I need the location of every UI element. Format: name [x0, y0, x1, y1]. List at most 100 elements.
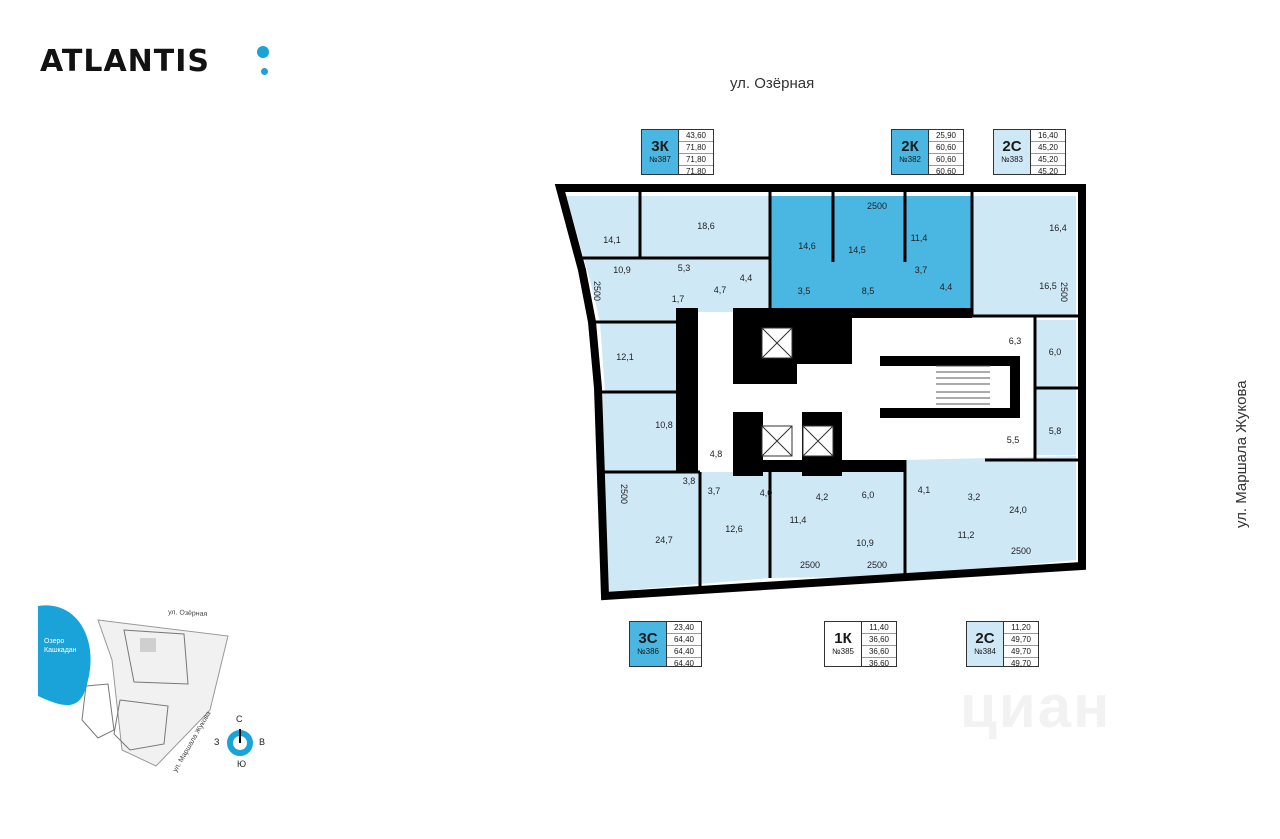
room-area: 24,0 — [1009, 505, 1027, 515]
room-area: 5,8 — [1048, 426, 1062, 436]
ceiling-height-label: 2500 — [866, 560, 888, 570]
site-plan — [38, 605, 229, 767]
apartment-value: 71,80 — [679, 142, 713, 154]
highlighted-section — [140, 638, 156, 652]
room-area: 11,4 — [789, 515, 807, 525]
apartment-number: №383 — [1001, 155, 1023, 164]
apartment-card-386[interactable]: 3С №386 23,40 64,40 64,40 64,40 — [629, 621, 702, 668]
apartment-value: 36,60 — [862, 646, 896, 658]
apartment-values: 43,60 71,80 71,80 71,80 — [679, 130, 713, 176]
compass: С Ю З В — [214, 714, 272, 769]
room-area: 4,4 — [939, 282, 953, 292]
apartment-code: 3К №387 — [642, 130, 679, 174]
room-area: 12,1 — [616, 352, 634, 362]
room-area: 4,7 — [713, 285, 727, 295]
apartment-card-384[interactable]: 2С №384 11,20 49,70 49,70 49,70 — [966, 621, 1039, 668]
compass-south: Ю — [237, 759, 247, 769]
apartment-code: 3С №386 — [630, 622, 667, 666]
apartment-value: 45,20 — [1031, 142, 1065, 154]
apartment-values: 11,20 49,70 49,70 49,70 — [1004, 622, 1038, 668]
room-area: 10,9 — [613, 265, 631, 275]
apartment-value: 25,90 — [929, 130, 963, 142]
apartment-value: 60,60 — [935, 167, 957, 176]
room-area: 4,4 — [739, 273, 753, 283]
ceiling-height-label: 2500 — [1059, 281, 1069, 303]
apartment-area-385[interactable] — [770, 472, 905, 578]
apartment-value: 11,20 — [1004, 622, 1038, 634]
apartment-code: 2С №384 — [967, 622, 1004, 666]
room-area: 10,8 — [655, 420, 673, 430]
apartment-area-383[interactable] — [972, 196, 1076, 316]
building-block — [81, 683, 115, 739]
apartment-type: 3С — [638, 630, 658, 647]
room-area: 18,6 — [697, 221, 715, 231]
apartment-value: 64,40 — [667, 646, 701, 658]
ceiling-height-label: 2500 — [592, 280, 602, 302]
apartment-type: 2К — [901, 138, 919, 155]
apartment-value: 11,40 — [862, 622, 896, 634]
apartment-number: №384 — [974, 647, 996, 656]
apartment-card-382[interactable]: 2К №382 25,90 60,60 60,60 60,60 — [891, 129, 964, 176]
room-area: 14,6 — [798, 241, 816, 251]
compass-icon — [227, 729, 253, 756]
room-area: 8,5 — [861, 286, 875, 296]
room-area: 4,1 — [917, 485, 931, 495]
apartment-values: 25,90 60,60 60,60 60,60 — [929, 130, 963, 176]
room-area: 11,4 — [910, 233, 928, 243]
room-area: 16,5 — [1039, 281, 1057, 291]
room-area: 12,6 — [725, 524, 743, 534]
compass-east: В — [259, 737, 266, 747]
room-area: 6,0 — [861, 490, 875, 500]
room-area: 4,0 — [759, 488, 773, 498]
apartment-card-383[interactable]: 2С №383 16,40 45,20 45,20 45,20 — [993, 129, 1066, 176]
building-block — [113, 699, 169, 751]
street-label-top: ул. Озёрная — [730, 75, 815, 92]
apartment-area-387-wing[interactable] — [600, 322, 676, 392]
room-area: 6,0 — [1048, 347, 1062, 357]
apartment-number: №386 — [637, 647, 659, 656]
watermark: циан — [960, 673, 1112, 740]
room-area: 3,8 — [682, 476, 696, 486]
apartment-type: 3К — [651, 138, 669, 155]
stairs — [936, 365, 990, 405]
apartment-number: №387 — [649, 155, 671, 164]
site-outline — [97, 619, 229, 767]
apartment-number: №385 — [832, 647, 854, 656]
apartment-area-384[interactable] — [905, 456, 1076, 576]
apartment-type: 2С — [1002, 138, 1022, 155]
ceiling-height-label: 2500 — [866, 201, 888, 211]
apartment-code: 2С №383 — [994, 130, 1031, 174]
apartment-code: 2К №382 — [892, 130, 929, 174]
room-area: 4,8 — [709, 449, 723, 459]
apartment-value: 49,70 — [1004, 634, 1038, 646]
apartment-value: 49,70 — [1010, 659, 1032, 668]
apartment-type: 2С — [975, 630, 995, 647]
apartment-area-386-bed[interactable] — [603, 392, 676, 472]
apartment-value: 64,40 — [673, 659, 695, 668]
brand-name: ATLANTIS — [40, 44, 211, 79]
apartment-area-382[interactable] — [770, 196, 972, 308]
lake-label-line: Кашкадан — [44, 647, 77, 654]
lake-label: Озеро Кашкадан — [44, 637, 77, 655]
apartment-area-386[interactable] — [603, 472, 770, 592]
room-area: 24,7 — [655, 535, 673, 545]
compass-west: З — [214, 737, 220, 747]
apartment-card-385[interactable]: 1К №385 11,40 36,60 36,60 36,60 — [824, 621, 897, 668]
ceiling-height-label: 2500 — [619, 483, 629, 505]
apartment-values: 16,40 45,20 45,20 45,20 — [1031, 130, 1065, 176]
ceiling-height-label: 2500 — [799, 560, 821, 570]
apartment-value: 43,60 — [679, 130, 713, 142]
lake-label-line: Озеро — [44, 638, 65, 645]
apartment-type: 1К — [834, 630, 852, 647]
room-area: 16,4 — [1049, 223, 1067, 233]
ceiling-height-label: 2500 — [1010, 546, 1032, 556]
room-area: 3,5 — [797, 286, 811, 296]
apartment-value: 36,60 — [868, 659, 890, 668]
apartment-value: 60,60 — [929, 154, 963, 166]
building-block — [123, 629, 189, 685]
room-area: 4,2 — [815, 492, 829, 502]
room-area: 11,2 — [957, 530, 975, 540]
apartment-values: 23,40 64,40 64,40 64,40 — [667, 622, 701, 668]
apartment-card-387[interactable]: 3К №387 43,60 71,80 71,80 71,80 — [641, 129, 714, 176]
outer-wall — [554, 184, 1086, 601]
